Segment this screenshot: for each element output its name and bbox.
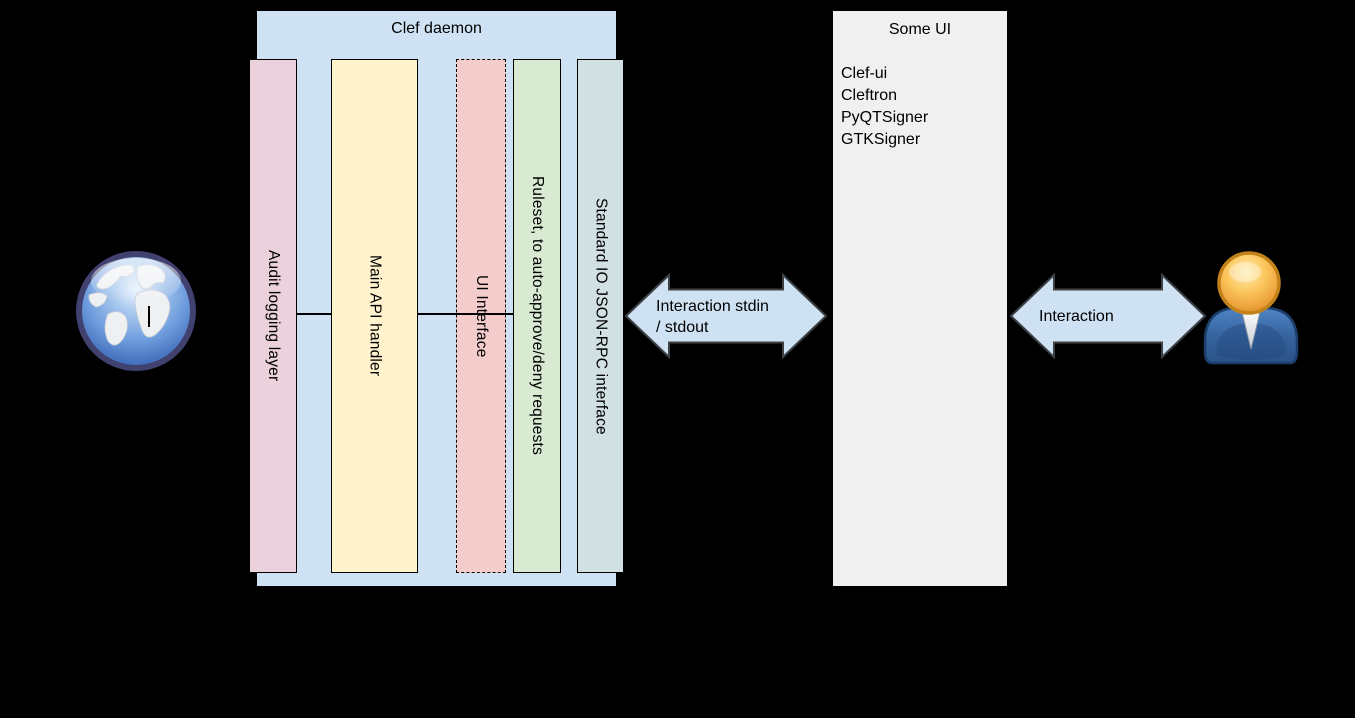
list-item: Clef-ui bbox=[841, 65, 888, 82]
some-ui-box bbox=[832, 10, 1008, 587]
bar-label: UI Interface bbox=[473, 274, 490, 358]
list-item: GTKSigner bbox=[841, 131, 921, 148]
some-ui-list: Clef-ui Cleftron PyQTSigner GTKSigner bbox=[841, 63, 1001, 151]
globe-connector-line bbox=[148, 306, 150, 327]
bar-main-api-handler: Main API handler bbox=[331, 59, 418, 573]
connector-line-segment bbox=[297, 313, 331, 315]
stdio-arrow-label: Interaction stdin / stdout bbox=[656, 298, 769, 336]
user-icon bbox=[1202, 250, 1302, 368]
user-arrow-label: Interaction bbox=[1039, 308, 1114, 325]
bar-label: Standard IO JSON-RPC interface bbox=[592, 197, 610, 435]
some-ui-title: Some UI bbox=[888, 21, 952, 38]
bar-audit-logging-layer: Audit logging layer bbox=[249, 59, 297, 573]
globe-icon bbox=[75, 250, 197, 372]
bar-label: Audit logging layer bbox=[265, 250, 282, 382]
list-item: PyQTSigner bbox=[841, 109, 929, 126]
bar-label: Main API handler bbox=[366, 255, 384, 377]
bar-ui-interface: UI Interface bbox=[456, 59, 506, 573]
user-double-arrow-icon bbox=[1009, 272, 1207, 365]
stdio-double-arrow-icon bbox=[624, 272, 828, 365]
clef-daemon-title: Clef daemon bbox=[391, 20, 482, 37]
bar-stdio-json-rpc-interface: Standard IO JSON-RPC interface bbox=[577, 59, 624, 573]
list-item: Cleftron bbox=[841, 87, 898, 104]
connector-line-segment bbox=[418, 313, 513, 315]
bar-ruleset: Ruleset, to auto-approve/deny requests bbox=[513, 59, 561, 573]
bar-label: Ruleset, to auto-approve/deny requests bbox=[529, 176, 546, 456]
clef-daemon-box bbox=[256, 10, 617, 587]
